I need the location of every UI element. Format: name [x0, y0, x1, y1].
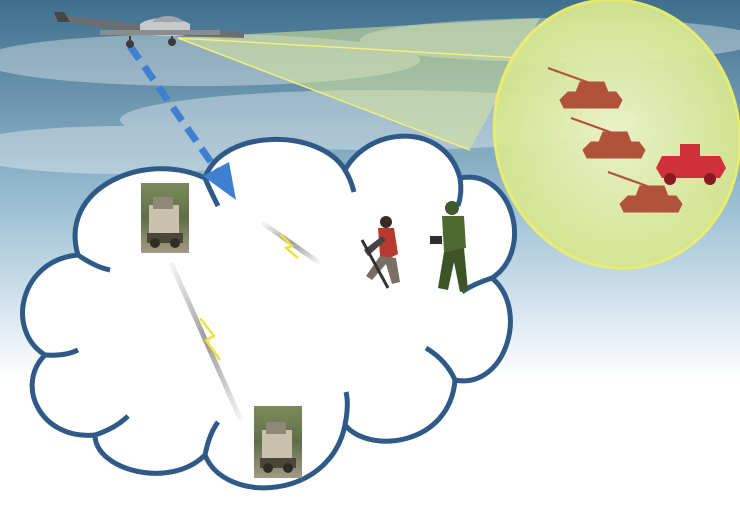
military-vehicle-photo — [141, 183, 189, 253]
military-vehicle-photo — [254, 406, 302, 478]
